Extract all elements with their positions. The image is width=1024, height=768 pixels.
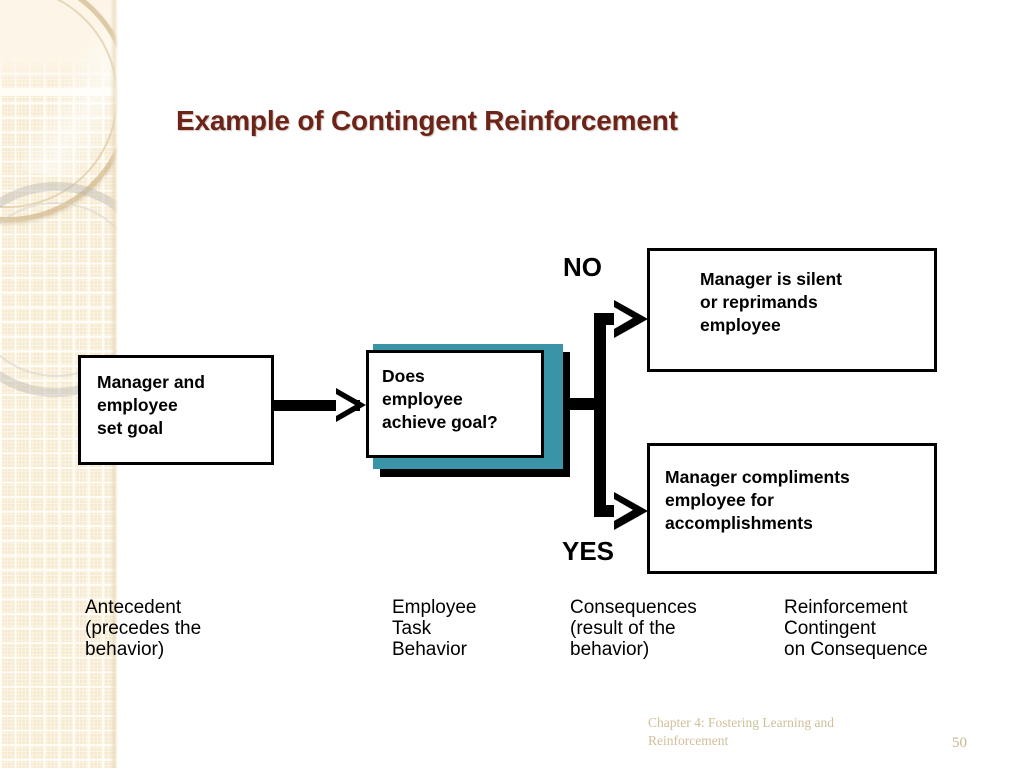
branch-label-yes: YES (562, 536, 615, 566)
flow-box-antecedent: Manager and employee set goal (78, 355, 274, 465)
branch-label-no: NO (563, 252, 602, 282)
connector-branch-spine (594, 313, 606, 517)
flow-box-decision: Does employee achieve goal? (366, 350, 544, 458)
connector-decision-stub (557, 398, 605, 410)
page-title: Example of Contingent Reinforcement (176, 105, 678, 136)
arrowhead-notch-no (614, 307, 633, 329)
arrowhead-notch-decision (336, 394, 355, 416)
arrowhead-notch-yes (614, 499, 633, 521)
footer-page-number: 50 (952, 735, 967, 751)
caption-employee-task: Employee Task Behavior (392, 597, 477, 660)
flow-box-no-outcome: Manager is silent or reprimands employee (647, 248, 937, 372)
decorative-ring-grey-outer (0, 182, 118, 397)
flow-box-yes-outcome: Manager compliments employee for accompl… (647, 443, 937, 574)
caption-reinforcement: Reinforcement Contingent on Consequence (784, 597, 928, 660)
decorative-ring-grey-inner (0, 202, 118, 377)
caption-antecedent: Antecedent (precedes the behavior) (85, 597, 202, 660)
caption-consequences: Consequences (result of the behavior) (570, 597, 697, 660)
footer-chapter-note: Chapter 4: Fostering Learning and Reinfo… (648, 715, 834, 748)
connector-antecedent-to-decision (274, 400, 360, 411)
